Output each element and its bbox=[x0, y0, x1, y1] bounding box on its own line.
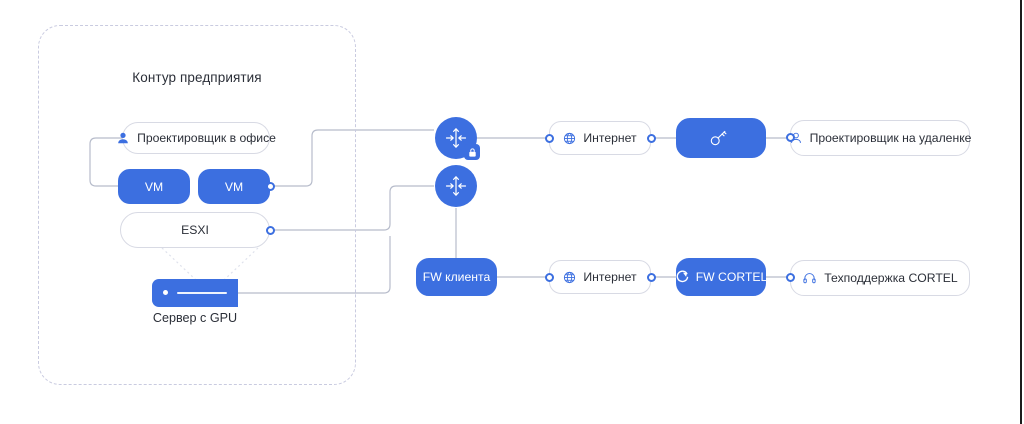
node-vm-right[interactable]: VM bbox=[198, 169, 270, 204]
globe-icon bbox=[563, 132, 576, 145]
node-esxi[interactable]: ESXI bbox=[120, 212, 270, 248]
server-slot-icon bbox=[177, 292, 227, 294]
port-designer-remote[interactable] bbox=[786, 133, 795, 142]
node-vm-left-label: VM bbox=[144, 179, 164, 194]
port-internet-bottom-right[interactable] bbox=[647, 273, 656, 282]
node-support-cortel[interactable]: Техподдержка CORTEL bbox=[790, 260, 970, 296]
cortel-logo-icon bbox=[675, 269, 690, 285]
node-fw-cortel[interactable]: FW CORTEL bbox=[675, 258, 768, 296]
node-support-cortel-label: Техподдержка CORTEL bbox=[824, 271, 958, 285]
node-designer-office-label: Проектировщик в офисе bbox=[137, 131, 276, 145]
node-internet-top[interactable]: Интернет bbox=[549, 121, 651, 155]
port-vm-right[interactable] bbox=[266, 182, 275, 191]
port-internet-bottom-left[interactable] bbox=[545, 273, 554, 282]
secure-tunnel-icon bbox=[443, 125, 469, 151]
node-vpn-key[interactable] bbox=[676, 118, 766, 158]
node-designer-remote[interactable]: Проектировщик на удаленке bbox=[790, 120, 972, 156]
node-tunnel[interactable] bbox=[435, 165, 477, 207]
headset-icon bbox=[802, 271, 817, 286]
key-icon bbox=[707, 127, 729, 149]
node-gpu-server[interactable] bbox=[152, 279, 238, 307]
lock-icon bbox=[464, 144, 480, 160]
server-led-icon bbox=[163, 290, 168, 295]
node-fw-client-label: FW клиента bbox=[422, 270, 491, 284]
node-internet-bottom-label: Интернет bbox=[583, 270, 637, 284]
node-designer-office[interactable]: Проектировщик в офисе bbox=[118, 122, 276, 154]
node-vm-left[interactable]: VM bbox=[118, 169, 190, 204]
port-internet-top-right[interactable] bbox=[647, 134, 656, 143]
node-esxi-label: ESXI bbox=[181, 223, 209, 237]
node-internet-bottom[interactable]: Интернет bbox=[549, 260, 651, 294]
node-secure-tunnel[interactable] bbox=[435, 117, 480, 160]
user-filled-icon bbox=[116, 131, 130, 145]
enterprise-perimeter-boundary bbox=[38, 25, 356, 385]
port-internet-top-left[interactable] bbox=[545, 134, 554, 143]
tunnel-icon bbox=[443, 173, 469, 199]
node-internet-top-label: Интернет bbox=[583, 131, 637, 145]
globe-icon bbox=[563, 271, 576, 284]
node-fw-cortel-label: FW CORTEL bbox=[695, 270, 768, 284]
node-fw-client[interactable]: FW клиента bbox=[416, 258, 497, 296]
port-support-cortel[interactable] bbox=[786, 273, 795, 282]
node-designer-remote-label: Проектировщик на удаленке bbox=[809, 131, 972, 145]
node-gpu-server-label: Сервер с GPU bbox=[152, 311, 238, 325]
port-esxi[interactable] bbox=[266, 226, 275, 235]
node-vm-right-label: VM bbox=[224, 179, 244, 194]
enterprise-perimeter-title: Контур предприятия bbox=[132, 70, 262, 85]
canvas-right-border bbox=[1020, 0, 1022, 424]
